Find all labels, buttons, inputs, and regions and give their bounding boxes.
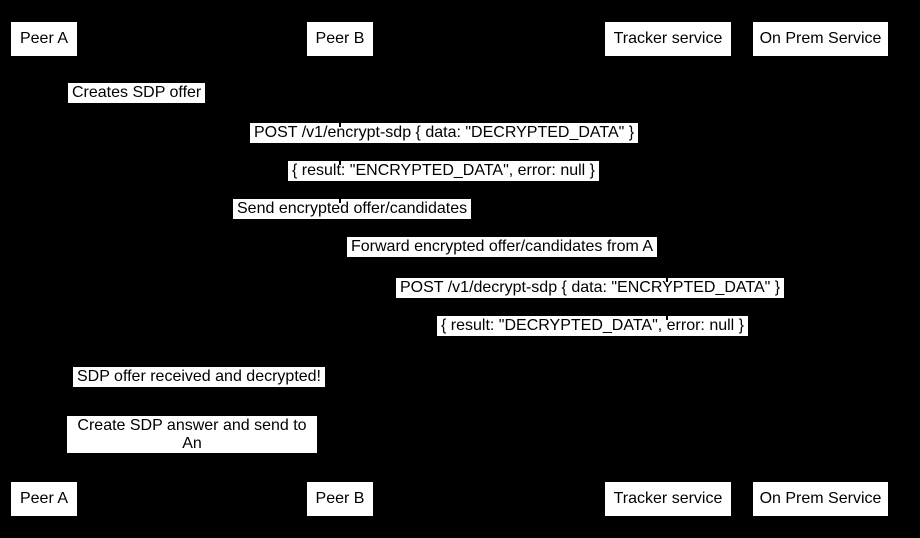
actor-box-on-prem-service-bottom: On Prem Service xyxy=(753,482,888,516)
message-label-post-decrypt-sdp: POST /v1/decrypt-sdp { data: "ENCRYPTED_… xyxy=(396,278,785,298)
message-label-post-encrypt-sdp: POST /v1/encrypt-sdp { data: "DECRYPTED_… xyxy=(250,123,639,143)
note-line-1: Create SDP answer and send to An xyxy=(77,417,307,452)
message-label-sdp-offer-received: SDP offer received and decrypted! xyxy=(73,367,325,387)
actor-box-tracker-service-top: Tracker service xyxy=(605,22,731,56)
lifeline-dash-mark xyxy=(666,278,668,282)
note-box: Create SDP answer and send to An using t… xyxy=(67,416,317,470)
actor-box-peer-a-bottom: Peer A xyxy=(11,482,77,516)
actor-box-peer-b-bottom: Peer B xyxy=(307,482,373,516)
message-label-creates-sdp-offer: Creates SDP offer xyxy=(68,83,206,103)
message-label-send-encrypted-offer: Send encrypted offer/candidates xyxy=(233,199,472,219)
message-label-encrypt-result: { result: "ENCRYPTED_DATA", error: null … xyxy=(288,161,600,181)
lifeline-dash-mark xyxy=(339,123,341,127)
lifeline-dash-mark xyxy=(666,316,668,320)
lifeline-dash-mark xyxy=(339,199,341,203)
message-label-forward-encrypted-offer: Forward encrypted offer/candidates from … xyxy=(347,237,658,257)
actor-box-peer-a-top: Peer A xyxy=(11,22,77,56)
lifeline-dash-mark xyxy=(339,161,341,165)
actor-box-on-prem-service-top: On Prem Service xyxy=(753,22,888,56)
message-label-decrypt-result: { result: "DECRYPTED_DATA", error: null … xyxy=(437,316,749,336)
actor-box-tracker-service-bottom: Tracker service xyxy=(605,482,731,516)
actor-box-peer-b-top: Peer B xyxy=(307,22,373,56)
note-line-2: using the same mechanism xyxy=(94,453,290,470)
